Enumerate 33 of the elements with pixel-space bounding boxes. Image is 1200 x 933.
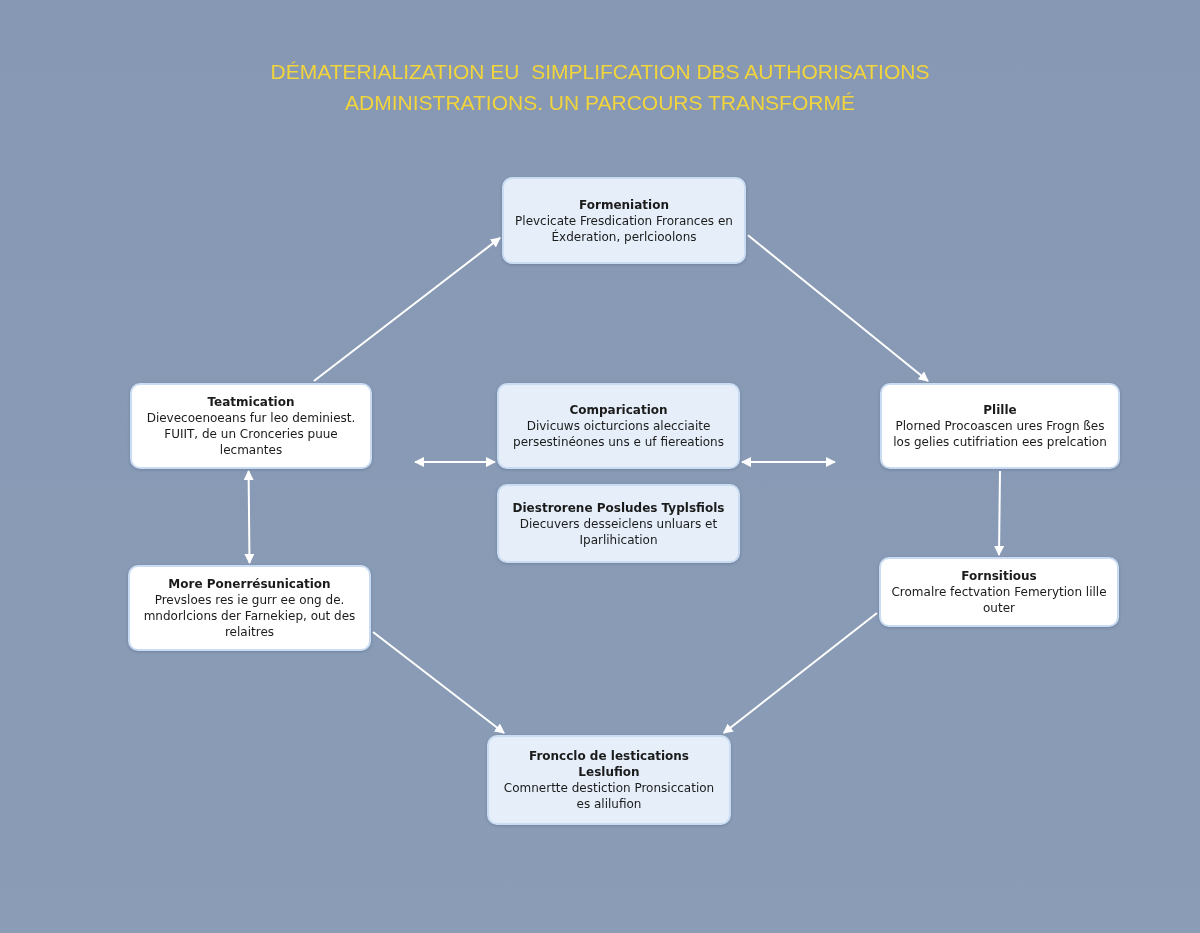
arrow [741,457,836,468]
arrow [747,234,929,382]
box-text: Divicuws oicturcions alecciaite persestinéones uns e uf fiereations [512,418,725,450]
diagram-title: DÉMATERIALIZATION EU SIMPLIFCATION DBS AUTHORISATIONS ADMINISTRATIONS. UN PARCOURS TRANSFORMÉ [269,59,931,116]
process-box [487,735,731,825]
arrow [243,470,255,564]
box-heading: Froncclo de lestications Leslufion [527,748,690,780]
box-heading: Teatmication [207,394,295,410]
process-box [497,484,740,563]
process-box [128,565,371,651]
process-box [880,383,1120,469]
arrow [414,457,496,468]
process-box [879,557,1119,627]
process-box [497,383,740,469]
process-box [502,177,746,264]
box-heading: Formeniation [579,196,669,213]
box-text: Prevsloes res ie gurr ee ong de. mndorlcions der Farnekiep, out des relaitres [142,592,357,640]
box-heading: Diestrorene Posludes Typlsfiols [512,499,725,516]
arrow [312,236,501,382]
box-heading: Fornsitious [961,568,1037,584]
process-box [130,383,372,469]
box-text: Diecuvers desseiclens unluars et Iparlihication [518,515,719,548]
box-text: Plorned Procoascen ures Frogn ßes los gelies cutifriation ees prelcation [892,418,1108,450]
box-text: Comnertte destiction Pronsiccation es alilufion [502,780,716,812]
box-text: Cromalre fectvation Femerytion lille outer [890,584,1108,616]
box-heading: Comparication [569,402,668,418]
box-text: Plevcicate Fresdication Frorances en Éxderation, perlcioolons [514,212,734,245]
box-text: Dievecoenoeans fur leo deminiest. FUIIT, de un Cronceries puue lecmantes [145,410,357,458]
box-heading: Plille [983,402,1017,418]
box-heading: More Ponerrésunication [168,576,331,592]
arrow [722,612,878,734]
arrow [372,631,506,734]
arrow [994,470,1005,556]
